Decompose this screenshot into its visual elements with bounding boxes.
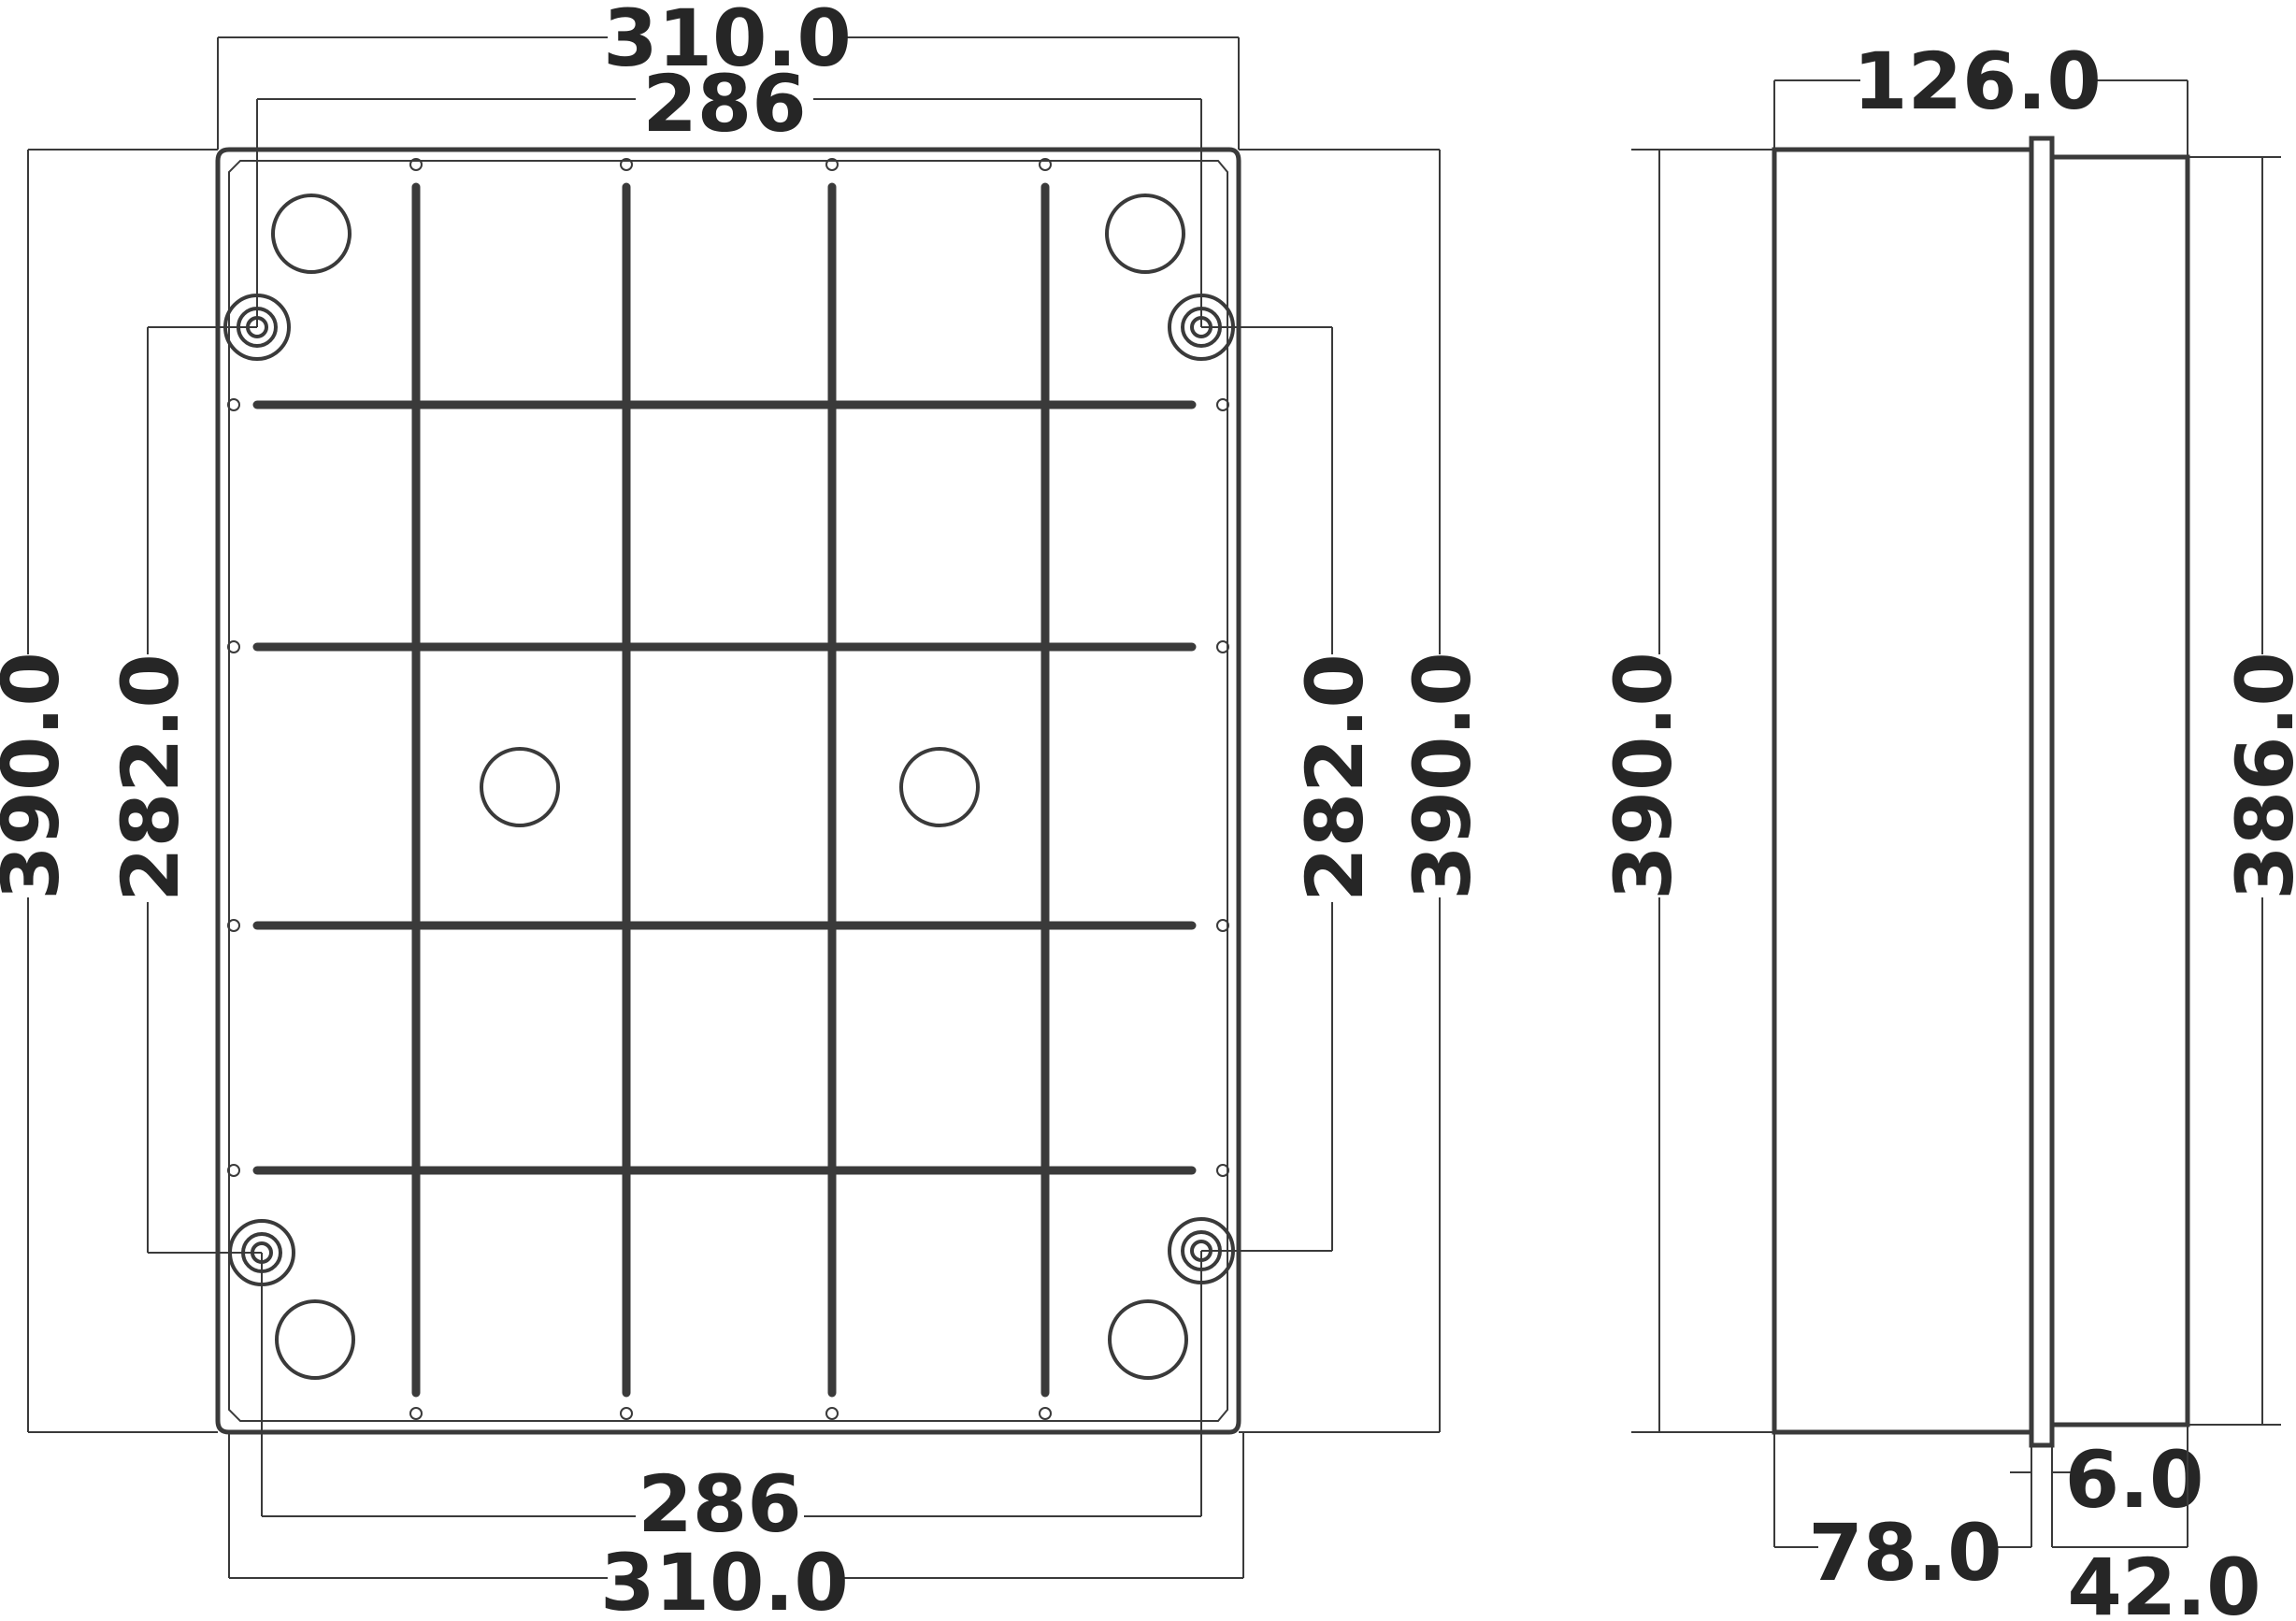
dim-label-right-outer: 390.0 (1397, 652, 1488, 900)
enclosure-outline (215, 147, 1241, 1435)
dim-side-body-height: 390.0 (1598, 149, 1774, 1433)
vertical-ribs (411, 182, 1050, 1398)
dim-side-lid-height: 386.0 (2188, 156, 2296, 1426)
dim-label-side-flange-thickness: 6.0 (2065, 1434, 2204, 1526)
dim-left-inner: 282.0 (105, 326, 262, 1254)
dim-right-outer: 390.0 (1239, 149, 1488, 1433)
side-flange (2029, 136, 2055, 1448)
dim-label-top-inner: 286 (642, 58, 806, 150)
horizontal-ribs (252, 400, 1197, 1175)
dim-side-flange-thickness: 6.0 (2010, 1434, 2203, 1547)
dim-side-base-depth: 78.0 (1773, 1432, 2031, 1599)
knockout-hole-top-right (1105, 194, 1185, 274)
dim-label-bottom-inner: 286 (638, 1458, 801, 1550)
dim-label-side-base-depth: 78.0 (1808, 1507, 2002, 1599)
dim-side-total-depth: 126.0 (1773, 36, 2188, 157)
enclosure-inner-outline (228, 160, 1228, 1422)
dim-label-bottom-outer: 310.0 (600, 1537, 849, 1621)
dim-right-inner: 282.0 (1201, 326, 1381, 1252)
dim-label-side-lid-height: 386.0 (2219, 652, 2296, 900)
front-view: 310.0 286 286 310.0 (0, 0, 1488, 1621)
side-view: 126.0 390.0 386.0 6.0 (1598, 36, 2296, 1621)
side-lid (2049, 154, 2190, 1427)
dim-label-side-body-height: 390.0 (1598, 652, 1689, 900)
dim-label-side-total-depth: 126.0 (1853, 36, 2102, 127)
dim-side-lid-depth: 42.0 (2052, 1425, 2261, 1621)
dim-bottom-outer: 310.0 (228, 1432, 1244, 1621)
knockout-hole-mid-right (899, 747, 980, 827)
dim-label-left-inner: 282.0 (105, 653, 196, 902)
knockout-hole-bottom-right (1108, 1299, 1188, 1380)
knockout-hole-bottom-left (275, 1299, 355, 1380)
dim-top-outer: 310.0 (217, 0, 1240, 150)
dim-label-left-outer: 390.0 (0, 652, 77, 900)
side-base-body (1772, 147, 2034, 1435)
rib-end-holes (227, 158, 1229, 1420)
knockout-hole-top-left (271, 194, 352, 274)
dim-top-inner: 286 (256, 58, 1202, 327)
knockout-hole-mid-left (480, 747, 560, 827)
dim-label-side-lid-depth: 42.0 (2067, 1542, 2260, 1621)
dim-left-outer: 390.0 (0, 149, 218, 1433)
dim-label-right-inner: 282.0 (1289, 653, 1381, 902)
dim-bottom-inner: 286 (261, 1251, 1202, 1550)
dim-label-top-outer: 310.0 (603, 0, 852, 84)
